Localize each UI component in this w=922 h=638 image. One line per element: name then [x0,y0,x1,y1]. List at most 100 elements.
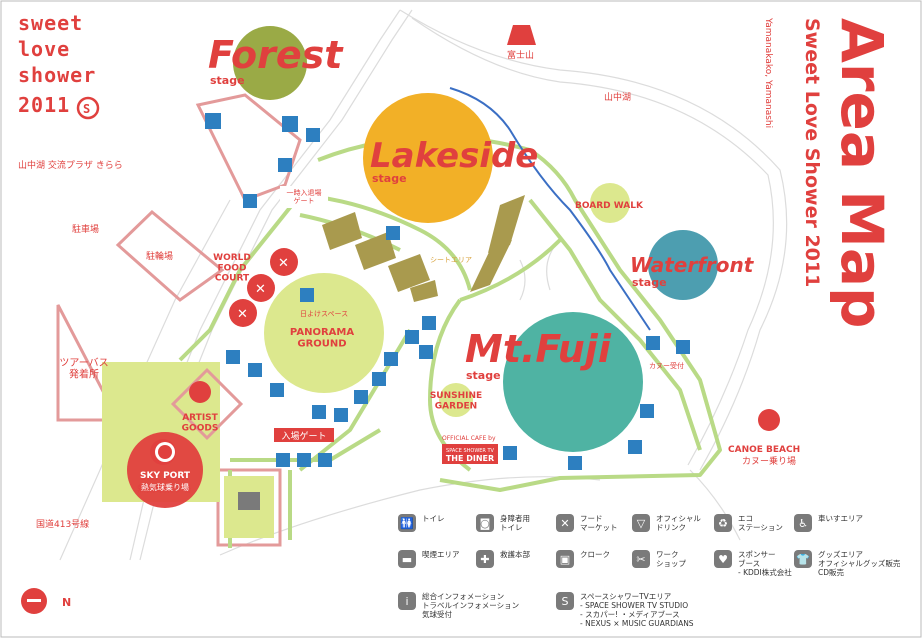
svg-text:✕: ✕ [278,256,289,271]
legend-item: ✕ フード マーケット [556,514,618,532]
toilet-icon [646,336,660,350]
waterfront-stage-sub: stage [632,276,667,289]
legend-label: エコ ステーション [738,514,783,532]
legend-label: トイレ [422,514,445,523]
legend-item: ✂ワーク ショップ [632,550,686,568]
waterfront-stage-circle [648,230,718,300]
legend-item: ♥ スポンサー ブース - KDDI株式会社 [714,550,792,577]
waterfront-stage-title: Waterfront [630,253,755,277]
toilet-icon [248,363,262,377]
canoe-beach-label: CANOE BEACH [728,445,800,455]
canoe-jp-label: カヌー乗り場 [742,455,796,467]
eco-station-icon [278,158,292,172]
goods-icon [189,381,211,403]
smoking-icon [676,340,690,354]
forest-stage-sub: stage [210,74,245,87]
zone-outlines [56,93,302,547]
wheelchair-icon: ♿ [794,514,812,532]
reentry-gate-label: 一時入退場ゲート [287,188,322,205]
drink-icon: ▽ [632,514,650,532]
legend-label: スポンサー ブース - KDDI株式会社 [738,550,792,577]
first-aid-icon [276,453,290,467]
toilet-icon [270,383,284,397]
reentry-gate: 一時入退場ゲート [280,186,328,208]
food-icon: ✕ [556,514,574,532]
mtfuji-stage-circle [503,312,643,452]
space-shower-icon [384,352,398,366]
wheelchair-icon [640,404,654,418]
boardwalk-path [449,87,651,331]
shade-label: 日よけスペース [300,310,348,318]
mt-fuji-label: 富士山 [507,49,534,61]
smoking-icon [628,440,642,454]
food-icon [229,299,257,327]
festival-logo: sweet love shower 2011 S [18,11,100,120]
canoe-icon [758,409,780,431]
kirara-label: 山中湖 交流プラザ きらら [18,159,123,171]
eco-station-icon: ♻ [714,514,732,532]
page-title: Area Map [828,18,896,329]
legend-label: 喫煙エリア [422,550,460,559]
location-label: Yamanakako, Yamanashi [763,17,773,128]
board-walk-label: BOARD WALK [575,201,644,211]
legend-label: 車いすエリア [818,514,863,523]
sheet-area-blocks [322,195,525,302]
logo-line-1: sweet [18,11,83,35]
sky-port-jp-overlay: 熱気球乗り場 [141,482,189,492]
logo-line-4: 2011 [18,93,70,117]
legend-item: ▣ クローク [556,550,610,568]
food-icon [282,116,298,132]
legend-label: ワーク ショップ [656,550,686,568]
eco-station-icon [568,456,582,470]
legend-item: ▬ 喫煙エリア [398,550,460,568]
goods-icon [372,372,386,386]
cloak-icon: ▣ [556,550,574,568]
accessible-toilet-icon: ◙ [476,514,494,532]
mt-fuji-marker: 富士山 [507,25,536,61]
cafe-heading: OFFICIAL CAFE by [442,435,496,442]
accessible-toilet-icon [318,453,332,467]
facility-icons [205,113,690,470]
eco-station-icon [422,316,436,330]
entrance-gate-label: 入場ゲート [281,430,326,442]
first-aid-icon: ✚ [476,550,494,568]
legend-label: フード マーケット [580,514,618,532]
yamanakako-label: 山中湖 [604,91,631,103]
parking-label: 駐車場 [72,223,99,235]
mtfuji-stage-sub: stage [466,369,501,382]
legend-label: 救護本部 [500,550,530,559]
legend-item: 👕グッズエリア オフィシャルグッズ販売 CD販売 [794,550,900,577]
food-icon [247,274,275,302]
lakeside-stage-title: Lakeside [370,136,538,176]
logo-line-2: love [18,37,70,61]
logo-line-3: shower [18,63,96,87]
smoking-icon: ▬ [398,550,416,568]
north-label: N [62,596,71,609]
title-block: Area Map Sweet Love Shower 2011 Yamanaka… [763,17,896,329]
wheelchair-icon [419,345,433,359]
goods-icon: 👕 [794,550,812,568]
forest-stage-circle [233,26,307,100]
legend-item: ♿ 車いすエリア [794,514,863,532]
food-court-icons: ✕ ✕ ✕ [150,248,780,465]
mtfuji-stage-title: Mt.Fuji [465,327,612,371]
legend-label: 身障者用 トイレ [500,514,530,532]
route-label: 国道413号線 [36,518,89,530]
legend-label: 総合インフォメーション トラベルインフォメーション 気球受付 [422,592,520,619]
toilet-icon [243,194,257,208]
legend-label: スペースシャワーTVエリア - SPACE SHOWER TV STUDIO -… [580,592,694,628]
info-icon [405,330,419,344]
legend-item: ♻ エコ ステーション [714,514,783,532]
legend-label: クローク [580,550,610,559]
sponsor-icon: ♥ [714,550,732,568]
legend-label: オフィシャル ドリンク [656,514,701,532]
food-icon [312,405,326,419]
space-shower-icon: S [556,592,574,610]
bus-label: ツアーバス発着所 [59,357,108,381]
